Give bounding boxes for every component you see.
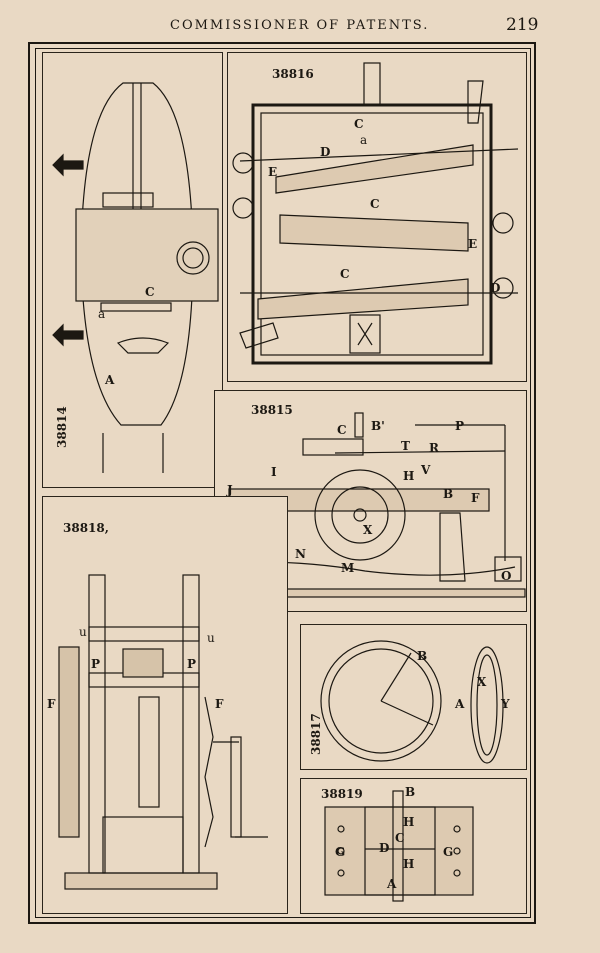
fig-38815-label-t: T: [401, 439, 410, 453]
fig-38819-label-h1: H: [403, 815, 415, 829]
figure-38818-panel: 38818, u u P P F F: [42, 496, 288, 914]
figure-38819-panel: 38819 B H C D H G G A: [300, 778, 527, 914]
figure-38817-panel: 38817 B A X Y: [300, 624, 527, 770]
fig-38819-label-h2: H: [403, 857, 415, 871]
fig-38815-label-p: P: [455, 419, 465, 433]
fig-38815-label-b-prime: B': [371, 419, 385, 433]
fig-38815-label-c: C: [337, 423, 347, 437]
figure-38818-drawing: [58, 574, 268, 890]
figure-38819-number: 38819: [321, 787, 363, 801]
figure-38814-panel: C a A 38814: [42, 52, 223, 488]
figure-38818-number: 38818,: [63, 521, 109, 535]
figure-38815-drawing: [224, 412, 526, 598]
figure-38814-drawing: [52, 82, 219, 473]
fig-38818-label-f1: F: [47, 697, 56, 711]
fig-38817-label-a: A: [455, 697, 465, 711]
fig-38818-label-u1: u: [79, 625, 87, 639]
fig-38816-label-c1: C: [354, 117, 364, 131]
fig-38815-label-h: H: [403, 469, 415, 483]
fig-38815-label-v: V: [421, 463, 431, 477]
plate-inner-border: [35, 48, 531, 918]
figure-38815-number: 38815: [251, 403, 293, 417]
figure-38816-drawing: [232, 62, 519, 365]
figure-38817-number: 38817: [309, 713, 323, 755]
fig-38816-label-d2: D: [490, 281, 501, 295]
fig-38816-label-e2: E: [468, 237, 478, 251]
fig-38817-label-x: X: [477, 675, 487, 689]
fig-38819-label-a: A: [387, 877, 397, 891]
fig-38817-label-b: B: [417, 649, 428, 663]
fig-38819-label-b: B: [405, 785, 416, 799]
figure-38819-drawing: [324, 790, 474, 902]
fig-38819-label-d: D: [379, 841, 390, 855]
fig-38817-label-y: Y: [501, 697, 510, 711]
running-header: COMMISSIONER OF PATENTS. 219: [0, 15, 600, 42]
fig-38816-label-c3: C: [340, 267, 350, 281]
fig-38816-label-a: a: [360, 133, 368, 147]
fig-38815-label-f: F: [471, 491, 480, 505]
fig-38816-label-d1: D: [320, 145, 331, 159]
page-number: 219: [506, 15, 539, 35]
figure-38816-panel: 38816 C a D E C C E D: [227, 52, 527, 382]
fig-38819-label-g1: G: [335, 845, 346, 859]
fig-38815-label-x: X: [363, 523, 373, 537]
fig-38819-label-g2: G: [443, 845, 454, 859]
fig-38814-label-c: C: [145, 285, 155, 299]
fig-38816-label-e1: E: [268, 165, 278, 179]
fig-38814-label-a: A: [105, 373, 115, 387]
figure-38816-number: 38816: [272, 67, 314, 81]
fig-38815-label-j: J: [227, 483, 233, 497]
fig-38818-label-p2: P: [187, 657, 197, 671]
fig-38815-label-i: I: [271, 465, 277, 479]
plate-outer-border: [28, 42, 536, 924]
fig-38815-label-b: B: [443, 487, 454, 501]
fig-38814-label-a-lower: a: [98, 307, 106, 321]
fig-38818-label-f2: F: [215, 697, 224, 711]
fig-38819-label-c: C: [395, 831, 405, 845]
fig-38815-label-o: O: [501, 569, 512, 583]
figure-38817-drawing: [320, 640, 504, 764]
fig-38815-label-r: R: [429, 441, 439, 455]
fig-38818-label-p1: P: [91, 657, 101, 671]
fig-38816-label-c2: C: [370, 197, 380, 211]
running-head-title: COMMISSIONER OF PATENTS.: [170, 18, 430, 33]
figure-38814-number: 38814: [55, 406, 69, 448]
fig-38815-label-m: M: [341, 561, 355, 575]
fig-38815-label-n: N: [295, 547, 306, 561]
fig-38818-label-u2: u: [207, 631, 215, 645]
